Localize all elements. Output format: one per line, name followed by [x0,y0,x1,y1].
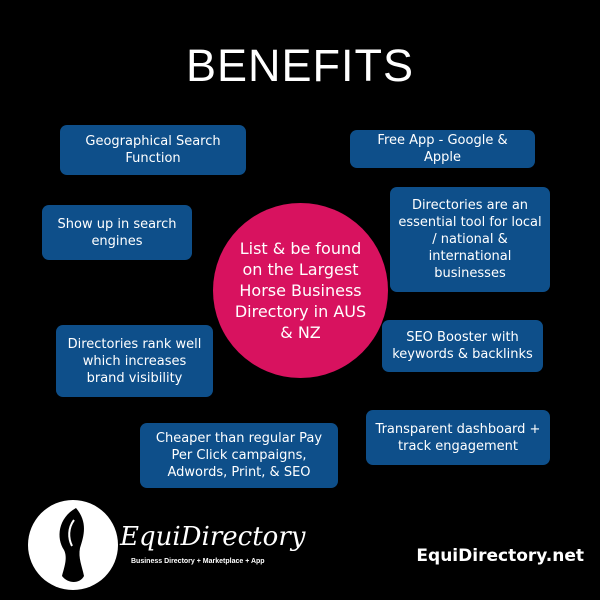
center-message: List & be found on the Largest Horse Bus… [213,203,388,378]
benefit-essential-tool: Directories are an essential tool for lo… [390,187,550,292]
benefit-seo-booster: SEO Booster with keywords & backlinks [382,320,543,372]
brand-tagline: Business Directory + Marketplace + App [131,558,265,565]
website-link[interactable]: EquiDirectory.net [416,546,584,566]
benefit-brand-visibility: Directories rank well which increases br… [56,325,213,397]
page-title: BENEFITS [185,40,415,91]
benefit-geographical-search: Geographical Search Function [60,125,246,175]
benefit-free-app: Free App - Google & Apple [350,130,535,168]
brand-name: EquiDirectory [120,522,306,552]
logo-horse-icon [28,500,118,590]
benefit-search-engines: Show up in search engines [42,205,192,260]
benefit-cheaper: Cheaper than regular Pay Per Click campa… [140,423,338,488]
benefit-dashboard: Transparent dashboard + track engagement [366,410,550,465]
